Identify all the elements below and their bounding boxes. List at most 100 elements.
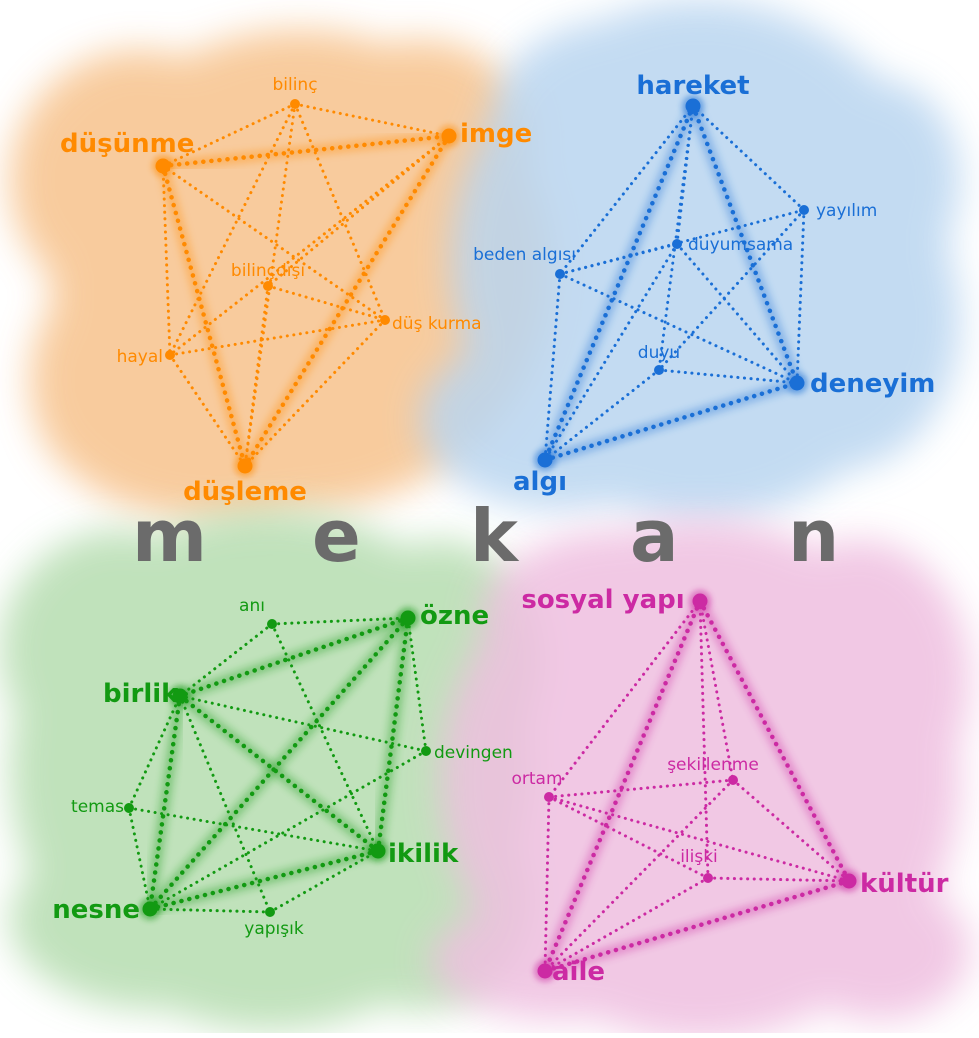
node-label-iliski: ilişki	[680, 847, 718, 867]
node-label-ozne: özne	[420, 601, 489, 631]
edge-dusunme-imge	[160, 133, 452, 169]
edge-ani-birlik	[178, 622, 274, 698]
node-aile	[537, 963, 553, 979]
edge-duyumsama-algi	[543, 242, 679, 462]
node-duskurma	[380, 315, 390, 325]
edge-devingen-nesne	[148, 749, 428, 911]
magenta-cluster-nodes: sosyal yapıortamşekillenmeilişkikültürai…	[511, 585, 948, 987]
edge-ozne-nesne	[147, 615, 411, 912]
node-label-imge: imge	[460, 119, 532, 149]
node-ani	[267, 619, 277, 629]
node-sekillenme	[728, 775, 738, 785]
edge-nesne-ikilik	[147, 848, 381, 912]
center-word-letter-k: k	[470, 494, 518, 578]
node-devingen	[421, 746, 431, 756]
edge-glow-kultur-aile	[539, 875, 855, 977]
edge-bilinc-duskurma	[293, 102, 387, 322]
node-label-ani: anı	[239, 596, 265, 616]
node-label-dusleme: düşleme	[183, 477, 307, 507]
edge-algi-deneyim	[542, 380, 800, 463]
node-label-algi: algı	[513, 467, 567, 497]
node-duyu	[654, 365, 664, 375]
node-hayal	[165, 350, 175, 360]
node-bilinc	[290, 99, 300, 109]
edge-bilinc-dusleme	[243, 102, 297, 468]
edge-hareket-deneyim	[690, 103, 800, 386]
node-deneyim	[789, 375, 805, 391]
node-label-bilinc: bilinç	[272, 75, 317, 95]
edge-bilinc-hayal	[168, 102, 297, 357]
edge-bedenalgisi-deneyim	[558, 272, 799, 385]
node-temas	[124, 803, 134, 813]
edge-birlik-ikilik	[177, 693, 381, 854]
node-yayilim	[799, 205, 809, 215]
node-sosyalyapi	[692, 593, 708, 609]
edge-hayal-dusleme	[168, 353, 247, 468]
node-algi	[537, 452, 553, 468]
edge-ani-ozne	[270, 616, 410, 626]
edge-sosyalyapi-ortam	[547, 599, 702, 799]
node-yapisik	[265, 907, 275, 917]
edge-iliski-kultur	[706, 876, 851, 883]
edge-hareket-duyu	[657, 104, 695, 372]
node-label-dusunme: düşünme	[60, 129, 194, 159]
node-label-hayal: hayal	[117, 347, 163, 367]
node-ozne	[400, 610, 416, 626]
edge-duyumsama-deneyim	[675, 242, 799, 385]
node-ortam	[544, 792, 554, 802]
node-label-sekillenme: şekillenme	[667, 755, 759, 775]
green-cluster-edges	[127, 612, 428, 915]
edge-dusunme-hayal	[161, 164, 172, 357]
blue-cluster-edges	[539, 100, 806, 466]
edge-imge-dusleme	[242, 133, 452, 469]
edge-imge-bilincdisi	[266, 134, 451, 288]
node-label-yapisik: yapışık	[244, 919, 304, 939]
orange-cluster-edges	[157, 102, 455, 472]
node-label-nesne: nesne	[52, 895, 140, 925]
edge-glow-sosyalyapi-kultur	[694, 595, 855, 887]
edge-yayilim-deneyim	[795, 208, 806, 385]
edge-ortam-sekillenme	[547, 778, 735, 799]
node-hareket	[685, 98, 701, 114]
edge-sosyalyapi-sekillenme	[698, 599, 735, 782]
center-word-letter-a: a	[630, 494, 679, 578]
edge-duskurma-dusleme	[243, 318, 387, 468]
edge-sosyalyapi-aile	[542, 598, 703, 974]
node-label-hareket: hareket	[636, 71, 749, 101]
node-label-devingen: devingen	[434, 743, 513, 763]
center-word-letter-m: m	[132, 494, 208, 578]
center-word-letter-n: n	[788, 494, 840, 578]
edge-bilincdisi-duskurma	[266, 284, 387, 322]
node-label-yayilim: yayılım	[816, 201, 877, 221]
edge-bilinc-dusunme	[161, 102, 297, 168]
edge-yapisik-nesne	[148, 907, 272, 914]
edge-ortam-kultur	[547, 795, 851, 883]
edge-bedenalgisi-duyumsama	[558, 242, 679, 276]
node-bilincdisi	[263, 281, 273, 291]
edge-hareket-algi	[542, 103, 696, 463]
edge-bedenalgisi-yayilim	[558, 208, 806, 276]
node-label-duyu: duyu	[638, 343, 680, 363]
center-word-letter-e: e	[312, 494, 361, 578]
node-label-kultur: kültür	[860, 869, 949, 899]
magenta-cluster-edges	[539, 595, 855, 977]
orange-cluster-background	[10, 30, 550, 520]
node-imge	[441, 128, 457, 144]
node-label-bedenalgisi: beden algısı	[473, 245, 576, 265]
edge-hareket-yayilim	[691, 104, 806, 212]
node-duyumsama	[672, 239, 682, 249]
node-label-duskurma: düş kurma	[392, 314, 482, 334]
edge-ozne-birlik	[177, 615, 411, 699]
node-label-birlik: birlik	[103, 679, 179, 709]
edge-temas-ikilik	[127, 806, 380, 853]
edge-duyu-algi	[543, 368, 661, 462]
node-label-ikilik: ikilik	[388, 839, 459, 869]
node-dusunme	[155, 158, 171, 174]
edge-iliski-aile	[543, 876, 710, 973]
edge-dusunme-duskurma	[161, 164, 387, 322]
